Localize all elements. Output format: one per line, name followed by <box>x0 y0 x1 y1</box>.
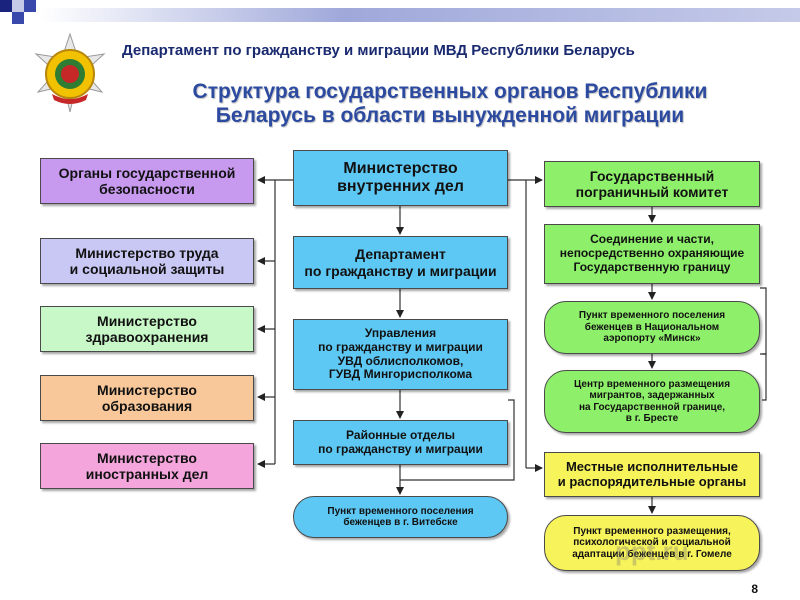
box-label: Центр временного размещения мигрантов, з… <box>573 378 731 425</box>
box-label: Пункт временного поселения беженцев в На… <box>578 310 726 345</box>
box-label: Районные отделы по гражданству и миграци… <box>318 427 483 456</box>
box-label: Государственный пограничный комитет <box>575 167 729 200</box>
top-decor-bar <box>0 0 800 30</box>
box-label: Министерство здравоохранения <box>85 312 209 345</box>
box-directorates: Управления по гражданству и миграции УВД… <box>293 319 508 390</box>
box-label: Местные исполнительные и распорядительны… <box>557 458 747 489</box>
box-local-authorities: Местные исполнительные и распорядительны… <box>544 452 760 497</box>
box-label: Департамент по гражданству и миграции <box>304 246 497 279</box>
box-ministry-foreign-affairs: Министерство иностранных дел <box>40 443 254 489</box>
box-label: Пункт временного поселения беженцев в г.… <box>327 505 474 529</box>
box-label: Соединение и части, непосредственно охра… <box>559 232 745 274</box>
box-label: Министерство внутренних дел <box>337 159 464 195</box>
box-label: Министерство иностранных дел <box>85 449 209 482</box>
box-gomel-center: Пункт временного размещения, психологиче… <box>544 515 760 571</box>
box-vitebsk-settlement: Пункт временного поселения беженцев в г.… <box>293 496 508 538</box>
box-label: Министерство труда и социальной защиты <box>69 244 225 277</box>
decor-square <box>0 0 12 12</box>
box-security-organs: Органы государственной безопасности <box>40 158 254 204</box>
decor-square <box>12 12 24 24</box>
box-label: Министерство образования <box>97 381 197 414</box>
box-minsk-airport-settlement: Пункт временного поселения беженцев в На… <box>544 301 760 354</box>
decor-square <box>12 0 24 12</box>
page-number: 8 <box>751 582 758 596</box>
decor-gradient-bar <box>40 8 800 22</box>
box-ministry-health: Министерство здравоохранения <box>40 306 254 352</box>
box-label: Пункт временного размещения, психологиче… <box>572 525 732 560</box>
watermark: ppt.ru <box>615 536 689 566</box>
department-header: Департамент по гражданству и миграции МВ… <box>122 42 635 59</box>
decor-square <box>24 0 36 12</box>
box-ministry-internal-affairs: Министерство внутренних дел <box>293 150 508 206</box>
emblem-icon <box>34 32 106 113</box>
page-title: Структура государственных органов Респуб… <box>192 80 708 127</box>
box-district-departments: Районные отделы по гражданству и миграци… <box>293 420 508 465</box>
box-ministry-education: Министерство образования <box>40 375 254 421</box>
box-label: Управления по гражданству и миграции УВД… <box>318 325 483 382</box>
box-border-committee: Государственный пограничный комитет <box>544 161 760 207</box>
box-brest-center: Центр временного размещения мигрантов, з… <box>544 370 760 433</box>
box-ministry-labor: Министерство труда и социальной защиты <box>40 238 254 284</box>
box-border-units: Соединение и части, непосредственно охра… <box>544 224 760 284</box>
box-label: Органы государственной безопасности <box>58 164 236 197</box>
box-department-citizenship: Департамент по гражданству и миграции <box>293 236 508 289</box>
